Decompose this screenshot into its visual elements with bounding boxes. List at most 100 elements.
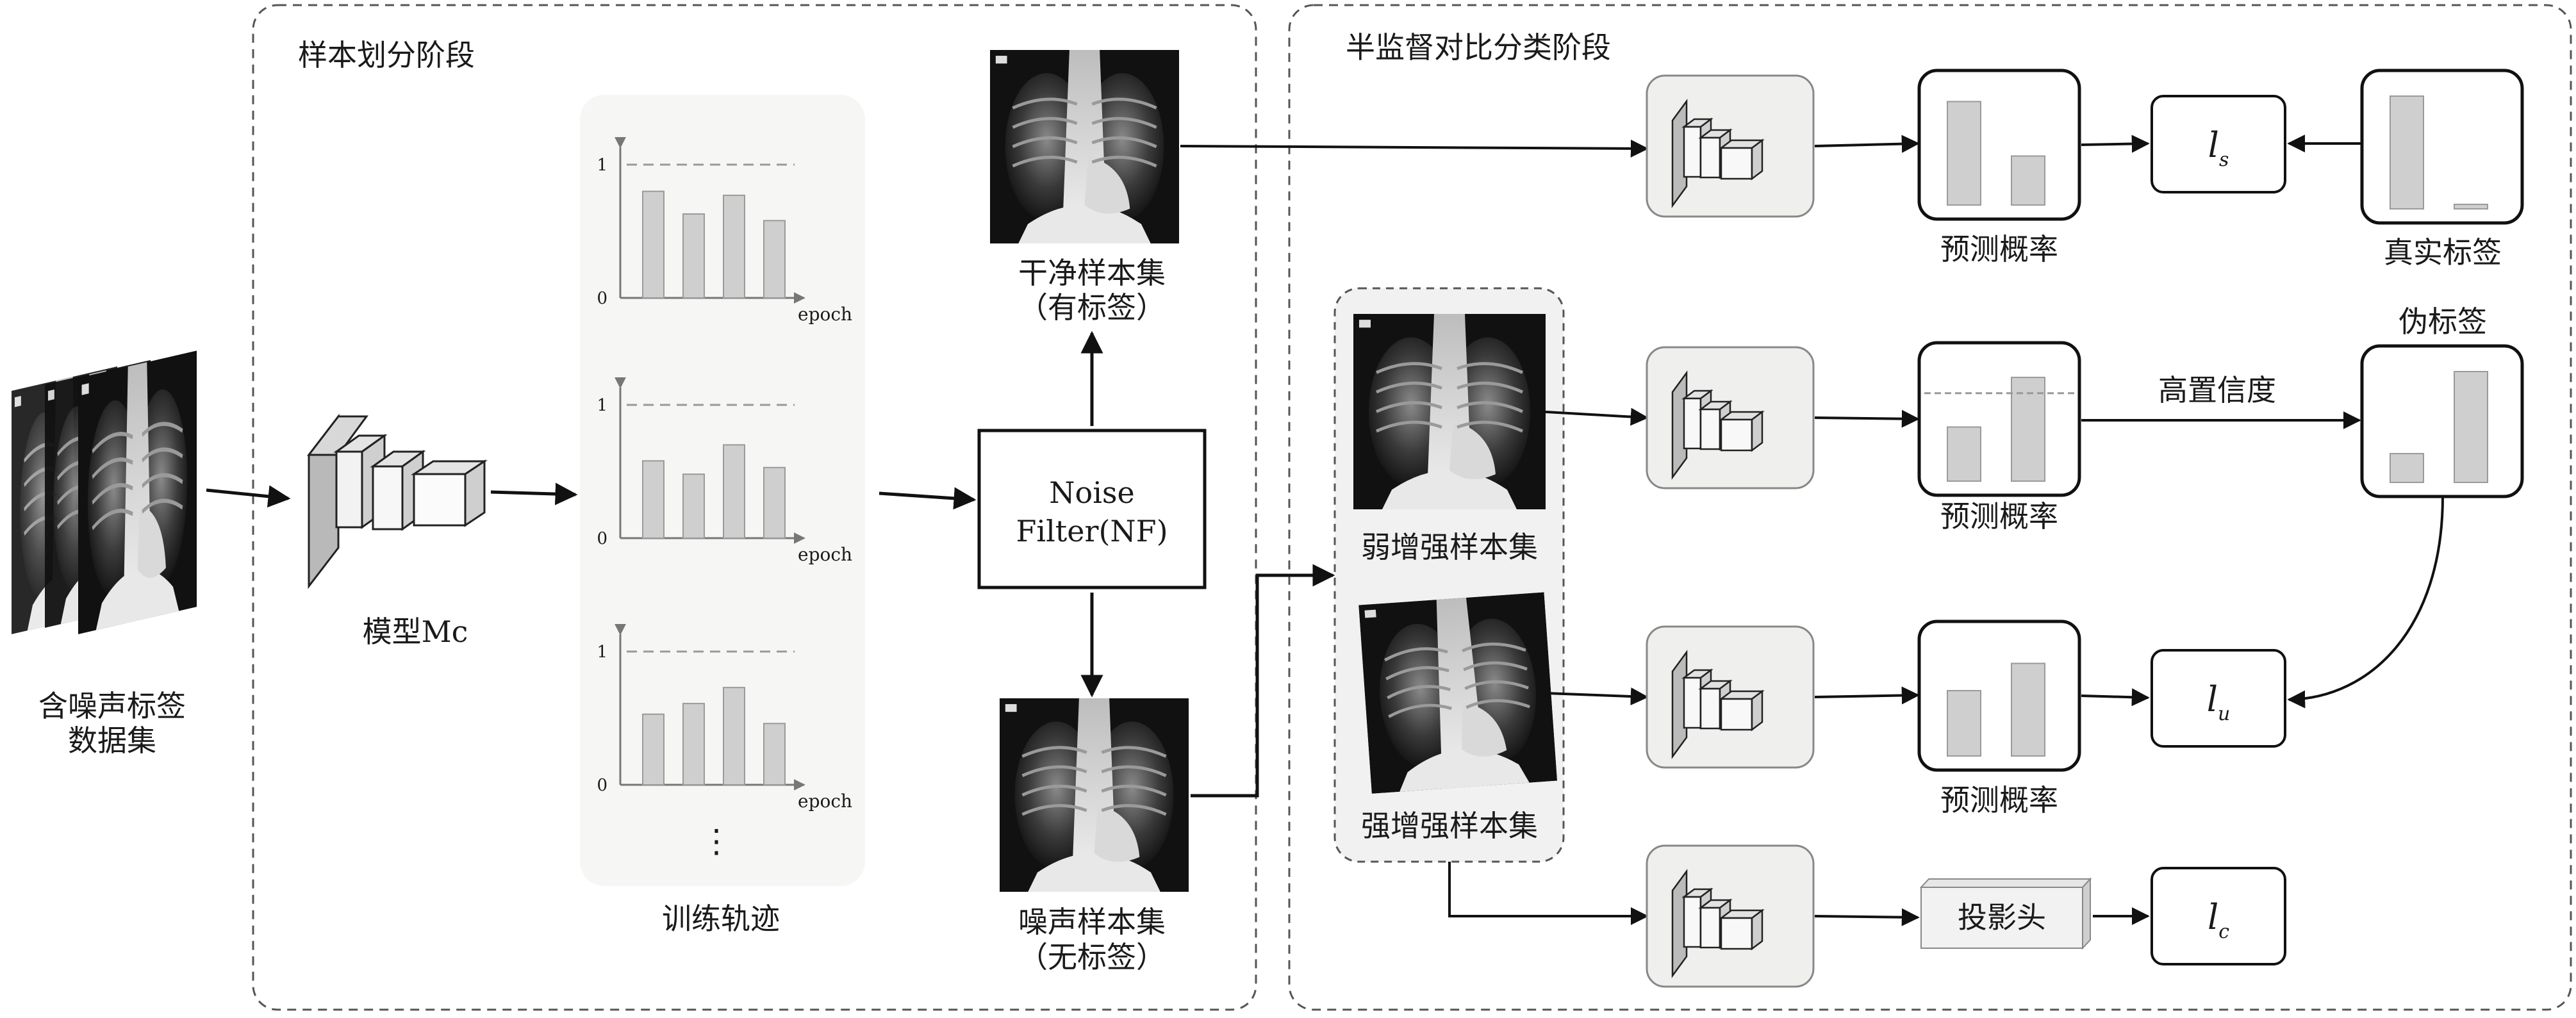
pseudo-label-text: 伪标签 bbox=[2398, 304, 2487, 339]
arrow-dataset-to-model bbox=[206, 485, 291, 508]
dataset-label-line2: 数据集 bbox=[68, 723, 156, 758]
prob-bar bbox=[2454, 371, 2488, 483]
arrow-pseudo-to-loss-u bbox=[2287, 496, 2444, 709]
true-label-bars bbox=[2360, 69, 2524, 225]
arrow-trajectory-to-filter bbox=[879, 487, 977, 510]
noise-filter-line2: Filter(NF) bbox=[1016, 514, 1168, 548]
epoch-label: epoch bbox=[798, 304, 852, 325]
loss-s-text: ls bbox=[2208, 125, 2229, 171]
prob-bar bbox=[1947, 426, 1981, 482]
loss-c-text: lc bbox=[2208, 897, 2229, 943]
noise-filter-box bbox=[977, 429, 1207, 589]
trajectory-bar bbox=[763, 723, 786, 785]
epoch-label: epoch bbox=[798, 791, 852, 812]
encoder-2 bbox=[1646, 346, 1815, 489]
tick-zero: 0 bbox=[597, 776, 607, 795]
trajectory-chart-2: 1 0 epoch bbox=[597, 377, 852, 565]
trajectory-bar bbox=[642, 713, 665, 786]
loss-c-box bbox=[2151, 867, 2286, 965]
pred-prob-label-1: 预测概率 bbox=[1940, 232, 2058, 267]
pseudo-label-bars bbox=[2360, 344, 2524, 498]
prob-bar bbox=[2011, 155, 2045, 206]
trajectory-bar bbox=[642, 190, 665, 299]
trajectory-bar bbox=[763, 466, 786, 539]
tick-one: 1 bbox=[597, 643, 607, 662]
arrow-encoder4-to-proj bbox=[1814, 908, 1920, 926]
stage1-title: 样本划分阶段 bbox=[298, 38, 475, 72]
weak-aug-label: 弱增强样本集 bbox=[1361, 530, 1538, 564]
trajectory-bar bbox=[723, 194, 745, 299]
loss-s-box bbox=[2151, 95, 2286, 193]
pred-prob-label-2: 预测概率 bbox=[1940, 499, 2058, 534]
trajectory-panel bbox=[580, 95, 865, 886]
strong-aug-label: 强增强样本集 bbox=[1361, 809, 1538, 843]
arrow-noisy-to-augment bbox=[1191, 564, 1335, 798]
arrow-encoder3-to-pred bbox=[1814, 686, 1920, 705]
projection-head-box bbox=[1919, 877, 2092, 950]
trajectory-bar bbox=[723, 444, 745, 539]
arrow-strong-to-encoder bbox=[1545, 687, 1649, 706]
prob-bar bbox=[2390, 95, 2424, 209]
prob-bar bbox=[2454, 203, 2488, 209]
model-label: 模型Mc bbox=[363, 614, 468, 649]
prob-bar bbox=[2011, 662, 2045, 757]
encoder-1 bbox=[1646, 74, 1815, 218]
encoder-3 bbox=[1646, 625, 1815, 769]
tick-zero: 0 bbox=[597, 529, 607, 548]
prob-bar bbox=[1947, 101, 1981, 206]
arrow-strong-to-proj-encoder bbox=[1448, 862, 1649, 925]
prob-bar bbox=[2011, 377, 2045, 482]
noisy-set-xray bbox=[1000, 698, 1189, 892]
noise-filter-line1: Noise bbox=[1049, 475, 1135, 510]
arrow-clean-to-encoder bbox=[1180, 139, 1649, 158]
clean-set-xray bbox=[990, 50, 1179, 243]
trajectory-bar bbox=[682, 213, 705, 299]
tick-zero: 0 bbox=[597, 289, 607, 308]
loss-u-text: lu bbox=[2207, 679, 2231, 725]
stage2-title: 半监督对比分类阶段 bbox=[1346, 30, 1611, 65]
prob-bar bbox=[2390, 453, 2424, 484]
noisy-set-label-line2: （无标签） bbox=[1018, 940, 1166, 974]
arrow-encoder1-to-pred bbox=[1814, 135, 1920, 153]
trajectory-bar bbox=[682, 703, 705, 785]
trajectory-bar bbox=[642, 460, 665, 539]
true-label-box bbox=[2360, 69, 2524, 225]
stage2-frame bbox=[1288, 4, 2572, 1011]
encoder-4 bbox=[1646, 844, 1815, 988]
strong-aug-xray bbox=[1358, 592, 1557, 794]
trajectory-chart-3: 1 0 epoch bbox=[597, 623, 852, 812]
stage1-frame bbox=[252, 4, 1257, 1011]
prob-bar bbox=[1947, 690, 1981, 757]
arrow-encoder2-to-pred bbox=[1814, 409, 1920, 428]
true-label-text: 真实标签 bbox=[2384, 235, 2502, 270]
trajectory-bar bbox=[763, 220, 786, 299]
trajectory-ellipsis: ⋮ bbox=[700, 823, 732, 860]
pseudo-label-box bbox=[2360, 344, 2524, 498]
noisy-dataset-stack bbox=[12, 350, 197, 634]
pred-box-weak bbox=[1917, 341, 2081, 497]
weak-aug-xray bbox=[1353, 314, 1546, 509]
noisy-set-label-line1: 噪声样本集 bbox=[1018, 905, 1166, 939]
trajectory-bar bbox=[682, 473, 705, 539]
epoch-label: epoch bbox=[798, 544, 852, 565]
trajectory-bar bbox=[723, 687, 745, 786]
pred-prob-label-3: 预测概率 bbox=[1940, 783, 2058, 817]
high-conf-label: 高置信度 bbox=[2158, 373, 2276, 407]
arrow-pred-to-loss-u bbox=[2081, 688, 2150, 707]
arrow-weak-to-encoder bbox=[1545, 407, 1649, 426]
proj-head-label: 投影头 bbox=[1958, 900, 2046, 935]
dataset-label-line1: 含噪声标签 bbox=[38, 689, 186, 723]
encoders bbox=[1646, 74, 1815, 988]
clean-set-label-line1: 干净样本集 bbox=[1018, 256, 1166, 290]
tick-one: 1 bbox=[597, 396, 607, 415]
pred-box-strong bbox=[1917, 620, 2081, 772]
arrow-model-to-trajectory bbox=[490, 482, 578, 505]
pred-box-supervised bbox=[1917, 69, 2081, 221]
trajectory-label: 训练轨迹 bbox=[662, 901, 780, 936]
arrow-pred-to-loss-s bbox=[2081, 135, 2150, 153]
loss-u-box bbox=[2151, 649, 2286, 748]
clean-set-label-line2: （有标签） bbox=[1018, 290, 1166, 325]
